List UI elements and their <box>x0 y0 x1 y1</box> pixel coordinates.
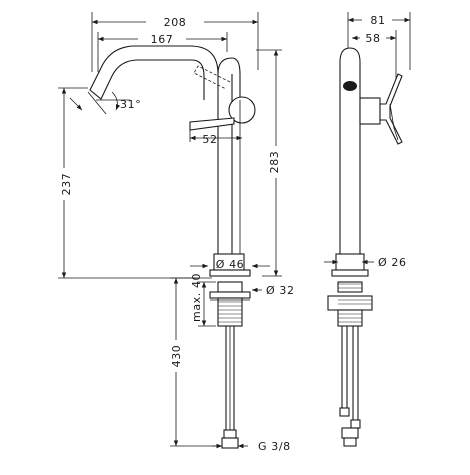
dia-32-label: Ø 32 <box>266 284 295 297</box>
dimension-430: 430 <box>170 277 222 447</box>
side-shank <box>327 281 373 327</box>
dim-81-label: 81 <box>370 14 385 27</box>
front-view: 208 167 52 <box>58 12 295 453</box>
dimension-58: 58 <box>352 30 397 90</box>
dimension-max-40: max. 40 <box>190 273 216 327</box>
dim-208-label: 208 <box>164 16 187 29</box>
dimension-237: 237 <box>58 87 196 279</box>
max-40-label: max. 40 <box>190 273 203 322</box>
dia-32: Ø 32 <box>252 284 295 297</box>
dia-26: Ø 26 <box>324 256 407 269</box>
dia-46-label: Ø 46 <box>216 258 245 271</box>
faucet-base <box>209 253 251 277</box>
dimension-167: 167 <box>97 32 228 72</box>
dim-283-label: 283 <box>268 151 281 174</box>
dim-237-label: 237 <box>60 173 73 196</box>
dim-430-label: 430 <box>170 345 183 368</box>
spout-outlet <box>343 81 357 91</box>
dim-52-label: 52 <box>202 133 217 146</box>
dimension-81: 81 <box>347 12 411 70</box>
dimension-208: 208 <box>91 12 259 72</box>
lever-handle <box>189 117 235 131</box>
dim-58-label: 58 <box>365 32 380 45</box>
side-body <box>339 47 361 270</box>
side-view: 81 58 Ø 26 <box>324 12 411 447</box>
dimension-52: 52 <box>189 130 242 146</box>
thread-g38: G 3/8 <box>212 440 291 453</box>
lever-knob <box>228 96 256 124</box>
side-hoses <box>339 326 361 447</box>
side-base <box>331 253 369 277</box>
dim-167-label: 167 <box>151 33 174 46</box>
angle-31-label: 31° <box>120 98 141 111</box>
g38-label: G 3/8 <box>258 440 291 453</box>
side-handle <box>359 73 403 145</box>
dimension-283: 283 <box>256 49 284 277</box>
spout <box>89 45 219 270</box>
threaded-shank <box>209 281 251 327</box>
supply-hoses <box>221 326 239 449</box>
dia-26-label: Ø 26 <box>378 256 407 269</box>
dia-46: Ø 46 <box>190 258 270 271</box>
angle-31: 31° <box>87 91 141 115</box>
